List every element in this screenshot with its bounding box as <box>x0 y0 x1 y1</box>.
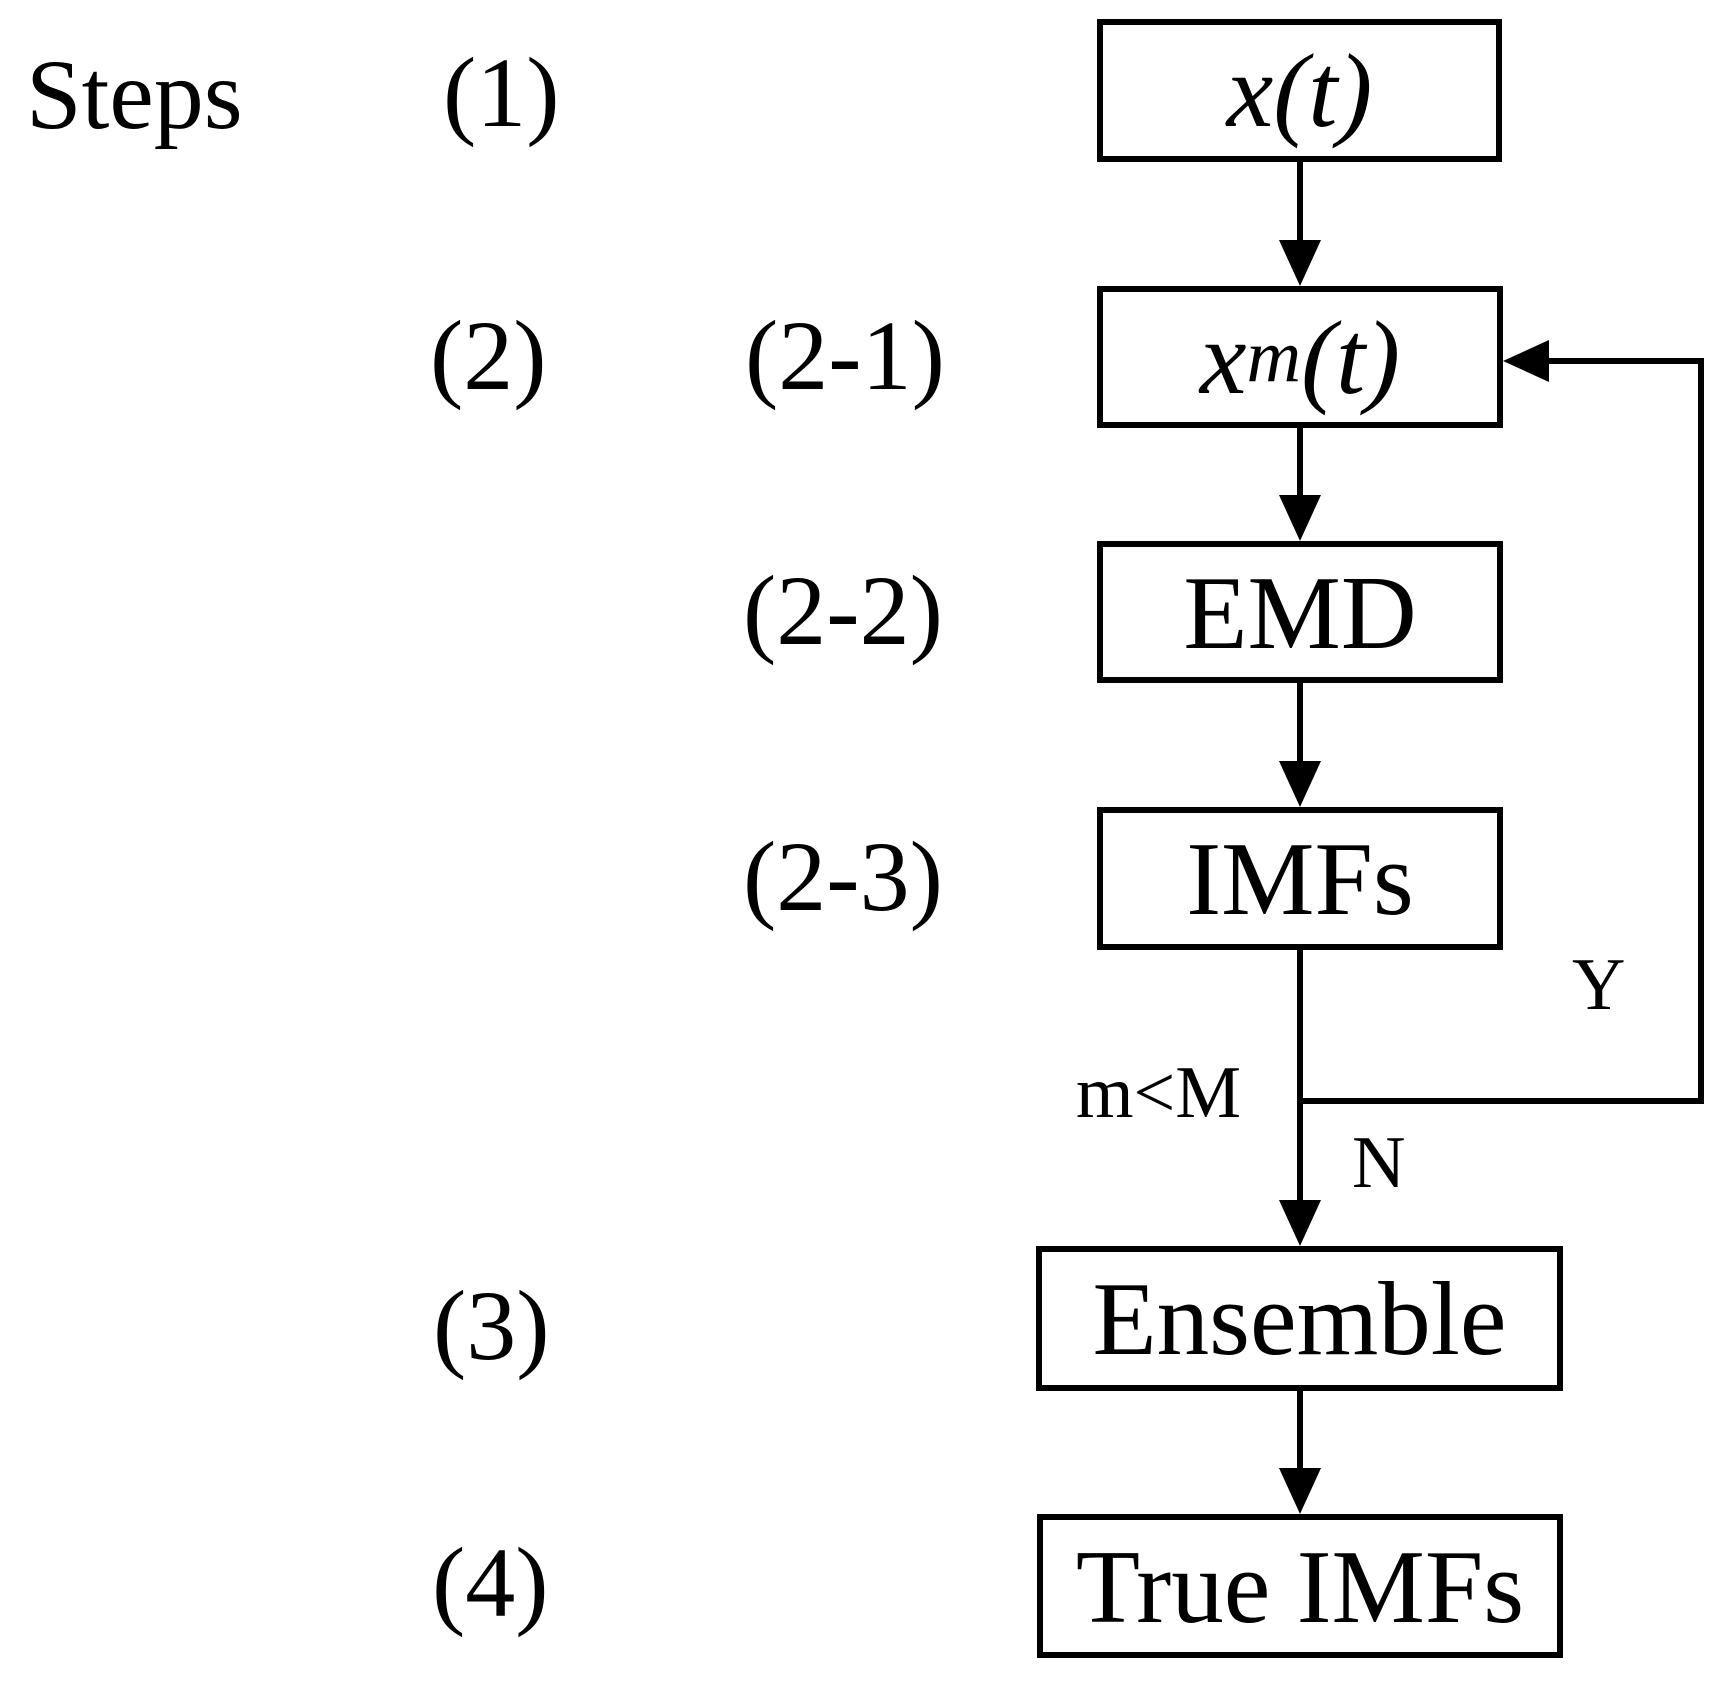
steps-title: Steps <box>26 39 243 150</box>
arrowhead-loop-to-perturbed-icon <box>1503 340 1549 382</box>
step-label-2-2: (2-2) <box>743 555 943 666</box>
node-perturbed-base: x <box>1199 298 1247 416</box>
arrow-line-perturbed-to-emd <box>1297 426 1303 497</box>
loop-vertical-line <box>1698 358 1704 1104</box>
node-imfs-label: IMFs <box>1186 820 1414 937</box>
arrow-line-input-to-perturbed <box>1297 160 1303 244</box>
arrowhead-perturbed-to-emd-icon <box>1279 495 1321 541</box>
step-label-2-1: (2-1) <box>745 300 945 411</box>
node-emd-label: EMD <box>1183 553 1417 671</box>
loop-return-horizontal-line <box>1549 358 1704 364</box>
node-imfs: IMFs <box>1097 807 1503 950</box>
node-perturbed-rest: (t) <box>1301 298 1401 416</box>
loop-branch-horizontal-line <box>1297 1098 1704 1104</box>
node-input-label: x(t) <box>1226 32 1373 149</box>
arrowhead-input-to-perturbed-icon <box>1279 240 1321 286</box>
arrowhead-imfs-to-ensemble-icon <box>1279 1200 1321 1246</box>
arrowhead-emd-to-imfs-icon <box>1279 761 1321 807</box>
node-input-signal: x(t) <box>1097 19 1502 162</box>
arrow-line-ensemble-to-true-imfs <box>1297 1389 1303 1470</box>
step-label-4: (4) <box>432 1527 549 1638</box>
arrow-line-emd-to-imfs <box>1297 681 1303 763</box>
node-ensemble-label: Ensemble <box>1092 1260 1507 1377</box>
branch-condition-label: m<M <box>1076 1052 1242 1134</box>
step-label-1: (1) <box>443 37 560 148</box>
step-label-3: (3) <box>433 1270 550 1381</box>
node-emd: EMD <box>1097 541 1503 683</box>
branch-no-label: N <box>1352 1122 1406 1204</box>
node-true-imfs: True IMFs <box>1037 1514 1563 1658</box>
step-label-2: (2) <box>430 300 547 411</box>
node-ensemble: Ensemble <box>1036 1246 1563 1391</box>
arrow-line-imfs-to-ensemble <box>1297 948 1303 1202</box>
branch-yes-label: Y <box>1572 944 1626 1026</box>
step-label-2-3: (2-3) <box>743 821 943 932</box>
node-true-imfs-label: True IMFs <box>1075 1527 1525 1645</box>
arrowhead-ensemble-to-true-imfs-icon <box>1279 1468 1321 1514</box>
